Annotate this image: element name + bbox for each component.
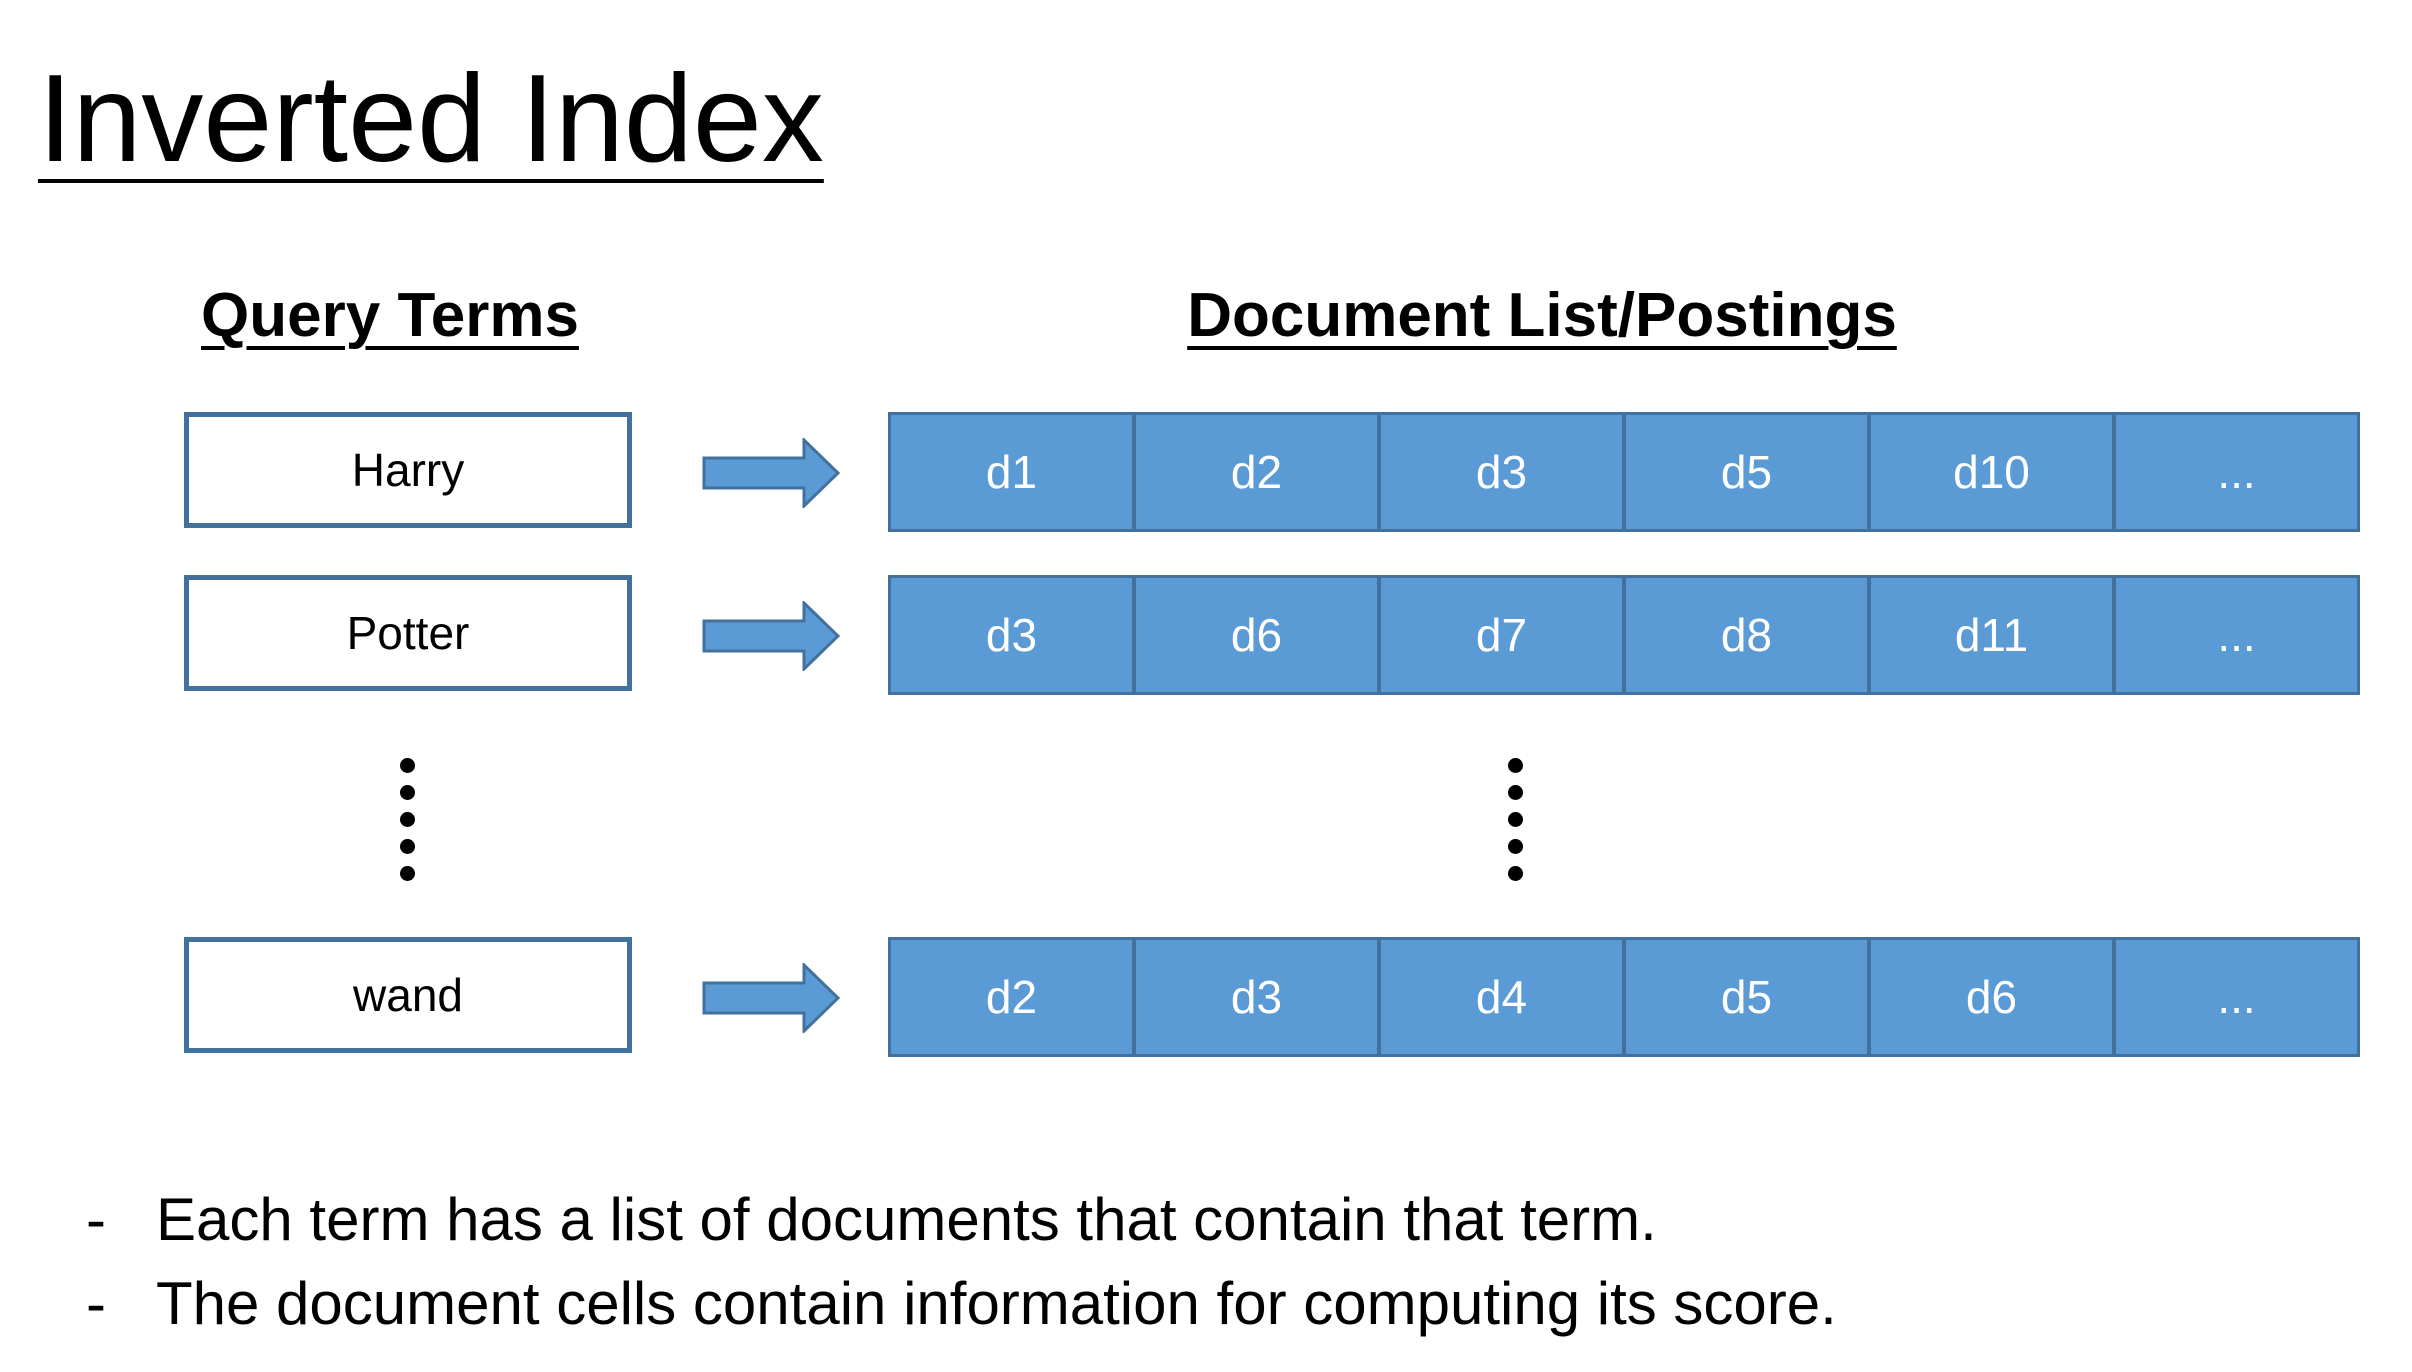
query-terms-header: Query Terms [201,281,579,350]
postings-list-wand: d2 d3 d4 d5 d6 ... [888,937,2360,1057]
doc-cell: d2 [891,940,1136,1054]
doc-cell: d11 [1871,578,2116,692]
doc-cell: d6 [1871,940,2116,1054]
bullet-marker: - [86,1186,106,1253]
slide-title: Inverted Index [38,50,824,188]
doc-cell-ellipsis: ... [2217,609,2256,661]
term-box-potter: Potter [184,575,632,691]
bullet-text: The document cells contain information f… [156,1270,1837,1337]
doc-cell: d6 [1136,578,1381,692]
vertical-ellipsis-icon [1505,758,1525,881]
doc-cell: d3 [891,578,1136,692]
vertical-ellipsis-icon [397,758,417,881]
doc-cell: d7 [1381,578,1626,692]
postings-list-harry: d1 d2 d3 d5 d10 ... [888,412,2360,532]
doc-cell: d2 [1136,415,1381,529]
term-box-harry: Harry [184,412,632,528]
doc-cell: d10 [1871,415,2116,529]
postings-header: Document List/Postings [1187,281,1897,350]
doc-cell: d5 [1626,415,1871,529]
arrow-right-icon [702,438,841,508]
arrow-right-icon [702,601,841,671]
bullet-text: Each term has a list of documents that c… [156,1186,1657,1253]
arrow-right-icon [702,963,841,1033]
term-box-wand: wand [184,937,632,1053]
doc-cell: d3 [1136,940,1381,1054]
doc-cell-ellipsis: ... [2217,446,2256,498]
bullet-item: - Each term has a list of documents that… [86,1178,1837,1262]
doc-cell: d1 [891,415,1136,529]
doc-cell: d3 [1381,415,1626,529]
bullet-marker: - [86,1270,106,1337]
doc-cell: d4 [1381,940,1626,1054]
doc-cell: d5 [1626,940,1871,1054]
notes-list: - Each term has a list of documents that… [86,1178,1837,1346]
doc-cell: d8 [1626,578,1871,692]
doc-cell-ellipsis: ... [2217,971,2256,1023]
postings-list-potter: d3 d6 d7 d8 d11 ... [888,575,2360,695]
bullet-item: - The document cells contain information… [86,1262,1837,1346]
